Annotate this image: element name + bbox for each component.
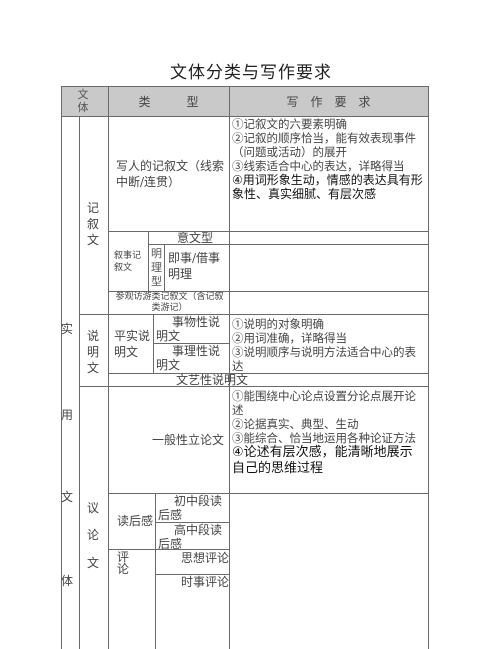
argumentative-junior-review: 初中段读后感	[158, 494, 223, 522]
narrative-label-char: 文	[87, 233, 100, 247]
table-line	[155, 493, 156, 649]
table-header-row	[61, 86, 428, 116]
narrative-meaning-type: 意文型	[177, 231, 214, 245]
expository-requirements: ①说明的对象明确 ②用词准确，详略得当 ③说明顺序与说明方法适合中心的表达	[232, 317, 425, 373]
table-line	[79, 314, 428, 315]
requirement-item: ③线索适合中心的表达，详略得当	[232, 159, 405, 173]
narrative-reason-vertical-char: 理	[151, 261, 162, 274]
expository-literary: 文艺性说明文	[176, 373, 249, 387]
header-requirements: 写 作 要 求	[286, 95, 371, 109]
narrative-reason-vertical-char: 明	[151, 247, 162, 260]
table-line	[148, 231, 149, 291]
argumentative-reading-review: 读后感	[117, 514, 154, 528]
expository-reason-type: 事理性说明文	[156, 344, 221, 372]
big-category-letter: 文	[61, 490, 74, 504]
narrative-person-type: 写人的记叙文（线索中断/连贯）	[116, 159, 225, 189]
table-line	[155, 574, 229, 575]
table-line	[108, 291, 428, 292]
table-line	[108, 231, 428, 232]
table-line	[229, 86, 230, 649]
narrative-sub-label: 叙事记叙文	[114, 251, 142, 273]
table-line	[108, 549, 229, 550]
narrative-reason-vertical-char: 型	[151, 275, 162, 288]
argumentative-requirements: ①能围绕中心论点设置分论点展开论述 ②论据真实、典型、生动 ③能综合、恰当地运用…	[232, 389, 425, 477]
argumentative-senior-review: 高中段读后感	[158, 523, 223, 551]
requirement-item: ③能综合、恰当地运用各种论证方法	[232, 431, 416, 445]
table-line	[108, 116, 109, 649]
table-line	[164, 244, 165, 291]
argumentative-label-char: 议	[87, 501, 100, 515]
argumentative-thought-review: 思想评论	[181, 551, 230, 565]
expository-practical: 平实说明文	[114, 329, 151, 359]
table-line	[108, 86, 109, 116]
requirement-item: ④论述有层次感，能清晰地展示自己的思维过程	[232, 445, 413, 476]
table-line	[428, 86, 429, 649]
table-line	[155, 522, 229, 523]
big-category-letter: 体	[61, 574, 74, 588]
table-line	[79, 386, 428, 387]
requirement-item: ③说明顺序与说明方法适合中心的表达	[232, 345, 416, 373]
requirement-item: ④用词形象生动，情感的表达具有形象性、真实细腻、有层次感	[232, 173, 423, 201]
narrative-label-char: 叙	[87, 217, 100, 231]
narrative-visit-type: 参观访游类记叙文（含记叙类游记）	[115, 292, 224, 313]
expository-label-char: 文	[87, 361, 100, 375]
argumentative-current-review: 时事评论	[181, 575, 230, 589]
argumentative-commentary-char: 评	[117, 550, 130, 564]
page-title: 文体分类与写作要求	[170, 63, 332, 83]
argumentative-label-char: 文	[87, 556, 100, 570]
requirement-item: ①能围绕中心论点设置分论点展开论述	[232, 389, 416, 417]
requirement-item: ①说明的对象明确	[232, 317, 324, 331]
expository-label-char: 明	[87, 345, 100, 359]
argumentative-general: 一般性立论文	[152, 433, 225, 447]
narrative-requirements: ①记叙文的六要素明确 ②记叙的顺序恰当，能有效表现事件（问题或活动）的展开 ③线…	[232, 117, 425, 201]
table-line	[148, 244, 428, 245]
requirement-item: ②记叙的顺序恰当，能有效表现事件（问题或活动）的展开	[232, 131, 416, 159]
expository-label-char: 说	[87, 329, 100, 343]
header-genre: 文 体	[77, 88, 89, 114]
table-line	[153, 314, 154, 373]
narrative-reason-type: 即事/借事明理	[168, 251, 221, 281]
table-line	[61, 116, 428, 117]
narrative-label-char: 记	[87, 201, 100, 215]
big-category-letter: 实	[61, 322, 74, 336]
table-line	[153, 343, 229, 344]
requirement-item: ②用词准确，详略得当	[232, 331, 347, 345]
requirement-item: ②论据真实、典型、生动	[232, 417, 359, 431]
argumentative-commentary-char: 论	[117, 562, 130, 576]
table-line	[61, 86, 428, 87]
expository-thing-type: 事物性说明文	[156, 315, 221, 343]
table-line	[108, 493, 428, 494]
table-line	[61, 86, 62, 649]
big-category-letter: 用	[61, 408, 74, 422]
argumentative-label-char: 论	[87, 528, 100, 542]
header-type: 类 型	[138, 95, 199, 109]
requirement-item: ①记叙文的六要素明确	[232, 117, 347, 131]
table-line	[79, 116, 80, 649]
table-line	[108, 373, 428, 374]
